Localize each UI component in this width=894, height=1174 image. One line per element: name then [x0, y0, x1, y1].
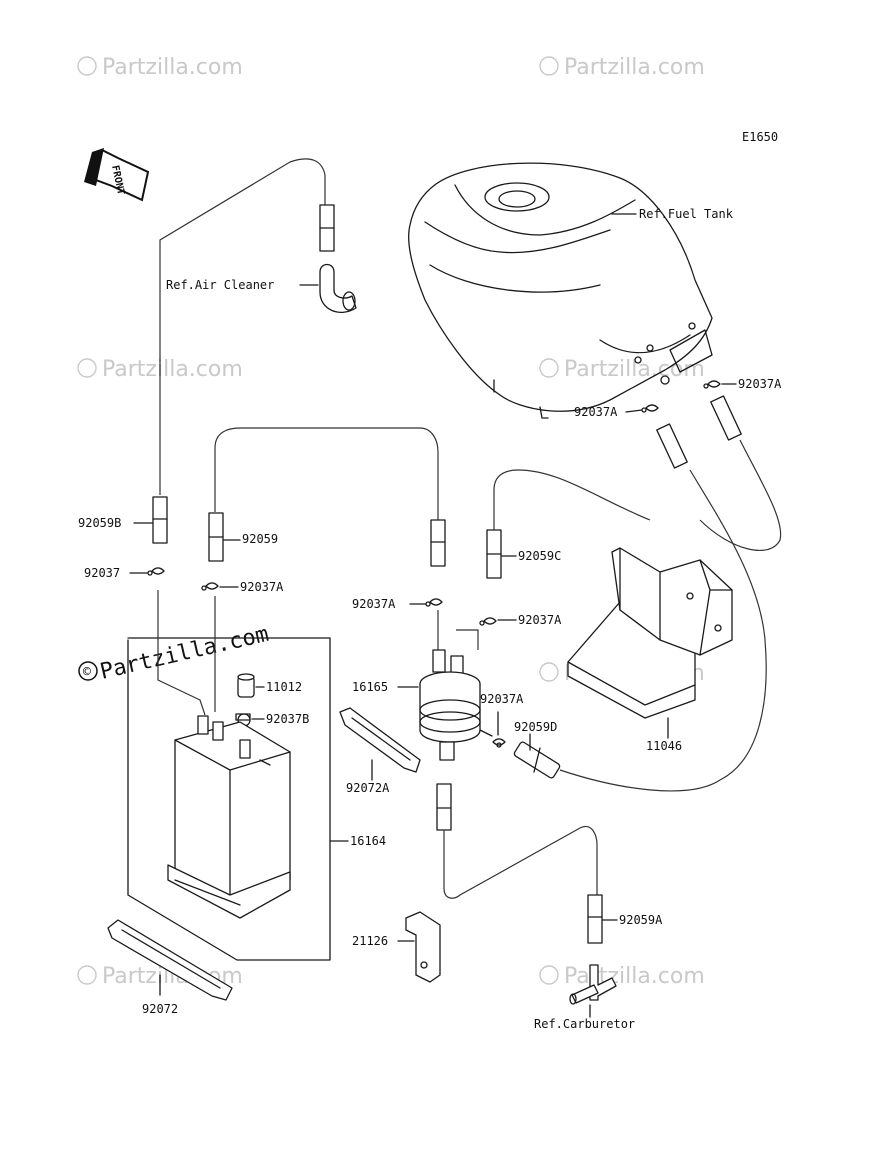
strap-92072: [107, 919, 233, 1001]
clamp-92037A-tank-left: [641, 404, 659, 413]
watermark-1: Partzilla.com: [77, 55, 243, 80]
air-cleaner-hose: [159, 158, 357, 495]
label-ref-air-cleaner: Ref.Air Cleaner: [166, 278, 274, 292]
canister-assembly-frame: [127, 637, 331, 961]
label-92037A-6: 92037A: [480, 692, 524, 706]
hose-92059B: [152, 496, 168, 544]
clamp-92037A-right: [479, 617, 497, 626]
clamp-92037: [147, 567, 165, 576]
label-11012: 11012: [266, 680, 302, 694]
svg-text:Partzilla.com: Partzilla.com: [102, 55, 243, 80]
svg-text:Partzilla.com: Partzilla.com: [102, 357, 243, 382]
label-92059: 92059: [242, 532, 278, 546]
hose-92059C: [486, 529, 502, 579]
label-16165: 16165: [352, 680, 388, 694]
bracket-21126: [405, 911, 441, 983]
hose-92059D: [513, 741, 561, 779]
diagram-code: E1650: [742, 130, 778, 144]
watermarks: Partzilla.com Partzilla.com Partzilla.co…: [77, 55, 705, 989]
watermark-3: Partzilla.com: [77, 357, 243, 382]
clamp-92037A-left: [201, 582, 219, 591]
hose-center-upper: [430, 519, 446, 567]
label-92059A: 92059A: [619, 913, 663, 927]
hose-loop-upper: [214, 427, 439, 520]
carburetor-t-fitting: [569, 964, 617, 1005]
hose-lower-center: [436, 783, 598, 899]
tray-11046: [567, 547, 733, 719]
label-92037A-5: 92037A: [518, 613, 562, 627]
tank-hoses: [559, 395, 782, 792]
label-92037A-3: 92037A: [240, 580, 284, 594]
label-ref-carburetor: Ref.Carburetor: [534, 1017, 635, 1031]
svg-text:Partzilla.com: Partzilla.com: [564, 964, 705, 989]
hose-loop-right: [493, 469, 651, 530]
label-16164: 16164: [350, 834, 386, 848]
front-arrow-icon: FRONT: [84, 148, 150, 202]
label-92059C: 92059C: [518, 549, 561, 563]
hose-92059A: [587, 894, 603, 944]
label-92072A: 92072A: [346, 781, 390, 795]
label-92059B: 92059B: [78, 516, 121, 530]
svg-text:Partzilla.com: Partzilla.com: [564, 357, 705, 382]
watermark-4: Partzilla.com: [539, 357, 705, 382]
hose-92059: [208, 512, 224, 562]
label-92037A-4: 92037A: [352, 597, 396, 611]
label-92059D: 92059D: [514, 720, 557, 734]
watermark-7: Partzilla.com: [539, 964, 705, 989]
canister-16164: [167, 715, 291, 919]
label-92037B: 92037B: [266, 712, 309, 726]
fuel-tank: [408, 162, 713, 419]
strap-92072A: [339, 707, 421, 773]
filter-16165: [419, 610, 493, 761]
svg-text:Partzilla.com: Partzilla.com: [564, 55, 705, 80]
clamp-92037A-filter: [492, 738, 506, 748]
label-ref-fuel-tank: Ref.Fuel Tank: [639, 207, 734, 221]
svg-text:©: ©: [83, 665, 91, 680]
clamp-92037A-tank-right: [703, 380, 721, 389]
label-92037A-1: 92037A: [738, 377, 782, 391]
clamp-92037A-center: [425, 598, 443, 607]
label-92072: 92072: [142, 1002, 178, 1016]
label-21126: 21126: [352, 934, 388, 948]
label-11046: 11046: [646, 739, 682, 753]
label-92037: 92037: [84, 566, 120, 580]
label-92037A-2: 92037A: [574, 405, 618, 419]
cap-11012: [237, 673, 255, 698]
watermark-2: Partzilla.com: [539, 55, 705, 80]
